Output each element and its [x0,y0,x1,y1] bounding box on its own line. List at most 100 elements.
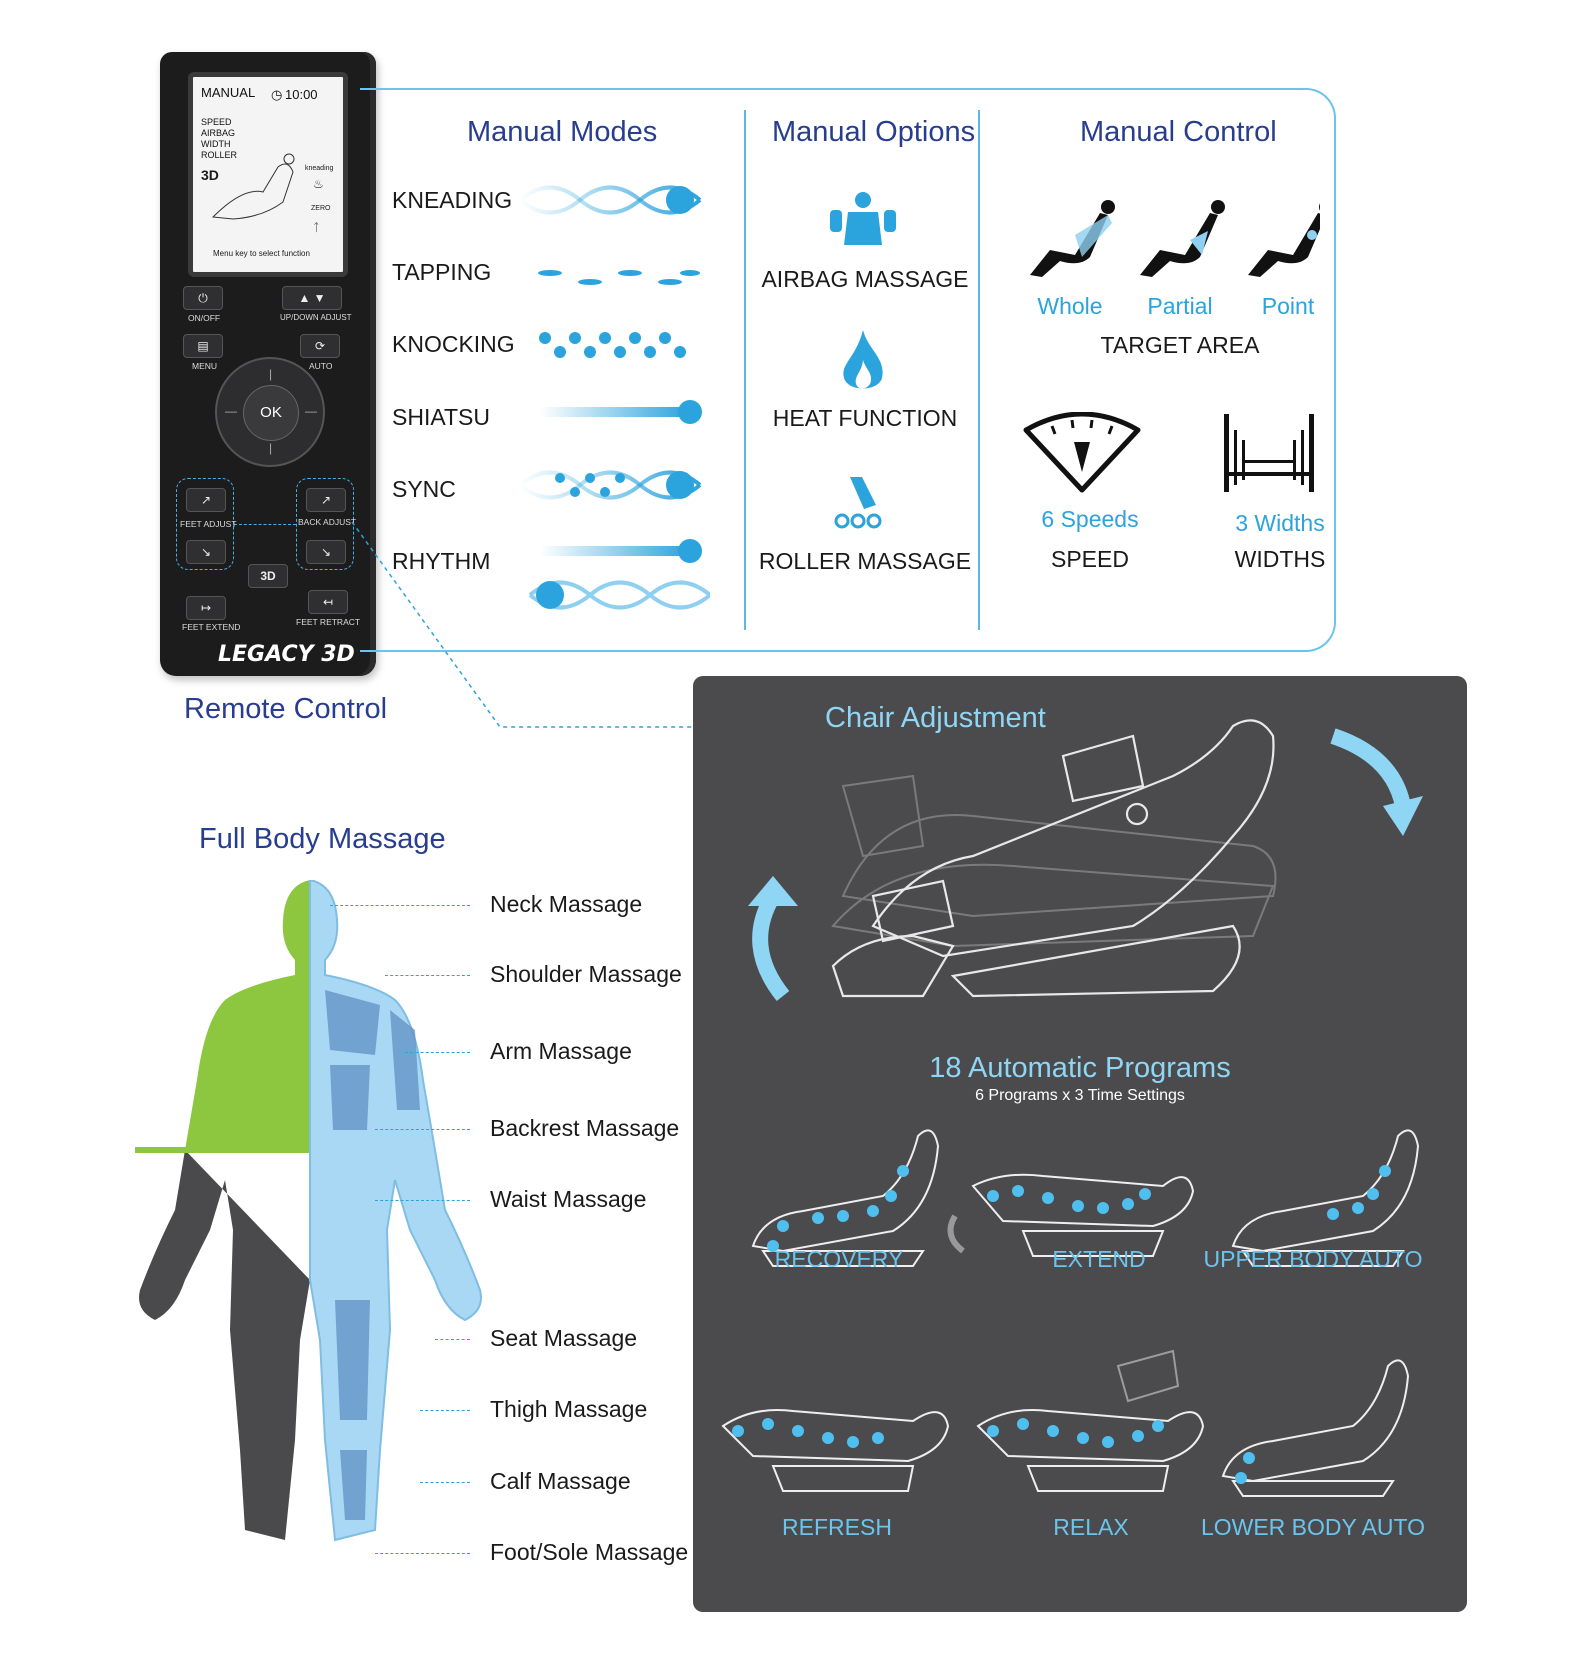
feet-retract-label: FEET RETRACT [296,617,361,627]
lower-body-chair-icon [1221,1359,1410,1497]
dpad-left-icon[interactable]: — [225,404,237,418]
raise-arrow-icon [752,891,790,1001]
leader-thigh [420,1410,470,1411]
menu-button[interactable]: ▤ [183,334,223,358]
auto-button[interactable]: ⟳ [300,334,340,358]
feet-retract-icon: ↤ [322,595,334,609]
auto-programs-subtitle: 6 Programs x 3 Time Settings [975,1087,1185,1104]
back-down-button[interactable]: ↘ [306,540,346,564]
leader-waist [375,1200,470,1201]
reclining-chair-illustration [748,719,1423,1001]
speedometer-icon [1023,412,1141,493]
adjust-connector [234,524,296,525]
manual-panel [360,88,1336,652]
shiatsu-bar-icon [540,400,702,424]
extend-rotate-arrow-icon [947,1214,965,1254]
back-up-icon: ↗ [320,493,332,507]
kneading-wave-icon [520,185,702,215]
menu-label: MENU [192,361,218,371]
mode-tapping: TAPPING [392,259,492,285]
roller-icon [834,477,882,529]
area-backrest: Backrest Massage [490,1115,680,1141]
screen-kneading: kneading [305,165,334,172]
target-partial: Partial [1147,293,1213,319]
rhythm-bar-wave-icon [528,539,710,610]
up-down-arrows-icon: ▲ ▼ [298,291,326,305]
target-area-caption: TARGET AREA [1100,332,1260,358]
feet-down-button[interactable]: ↘ [186,540,226,564]
power-button[interactable]: ⏻ [183,286,223,310]
mode-knocking: KNOCKING [392,331,515,357]
program-upper-body-auto: UPPER BODY AUTO [1203,1246,1423,1272]
screen-row-airbag: AIRBAG [201,128,236,138]
flame-icon: ♨ [313,177,324,191]
tapping-dash-icon [538,270,700,285]
option-heat: HEAT FUNCTION [772,405,958,431]
dpad-up-icon[interactable]: | [269,367,273,381]
feet-up-button[interactable]: ↗ [186,488,226,512]
refresh-chair-icon [721,1409,950,1492]
flame-icon [843,330,883,389]
column-divider [978,110,980,630]
target-area-figures [1030,200,1320,277]
recovery-chair-icon [751,1129,940,1267]
speed-caption: SPEED [1051,546,1129,572]
up-down-button[interactable]: ▲ ▼ [282,286,342,310]
leader-foot [375,1553,470,1554]
width-value: 3 Widths [1235,510,1325,536]
program-refresh: REFRESH [782,1514,892,1540]
back-up-button[interactable]: ↗ [306,488,346,512]
leader-calf [420,1482,470,1483]
upper-body-chair-icon [1231,1129,1420,1267]
ok-button[interactable]: OK [243,385,299,441]
screen-row-speed: SPEED [201,117,232,127]
area-arm: Arm Massage [490,1038,632,1064]
power-icon: ⏻ [198,291,208,305]
up-down-label: UP/DOWN ADJUST [280,313,352,322]
target-whole: Whole [1037,293,1103,319]
area-calf: Calf Massage [490,1468,631,1494]
screen-chair-figure-icon [211,153,295,220]
whole-seated-figure-icon [1030,200,1115,277]
clock-icon: ◷ [271,87,283,102]
feet-extend-icon: ↦ [200,601,212,615]
width-caption: WIDTHS [1234,546,1326,572]
program-extend: EXTEND [1052,1246,1146,1272]
program-chairs-row-2 [721,1349,1410,1497]
manual-options-title: Manual Options [772,116,976,148]
chair-program-panel: Chair Adjustment 18 Automatic Programs 6… [693,676,1467,1612]
column-divider [744,110,746,630]
point-seated-figure-icon [1248,203,1320,277]
dpad-right-icon[interactable]: — [305,404,317,418]
remote-control: MANUAL ◷ 10:00 SPEED AIRBAG WIDTH ROLLER… [160,52,376,676]
body-right-half [309,880,482,1542]
program-recovery: RECOVERY [774,1246,904,1272]
body-left-half [139,880,310,1540]
area-shoulder: Shoulder Massage [490,961,682,987]
relax-chair-icon [976,1349,1205,1492]
body-figure-illustration [135,880,482,1542]
area-neck: Neck Massage [490,891,643,917]
dpad-down-icon[interactable]: | [269,441,273,455]
extend-chair-icon [971,1173,1195,1257]
auto-cycle-icon: ⟳ [314,339,326,353]
feet-extend-button[interactable]: ↦ [186,596,226,620]
feet-adjust-label: FEET ADJUST [180,519,237,529]
mode-kneading: KNEADING [392,187,513,213]
program-chairs-row-1 [751,1129,1420,1267]
screen-row-width: WIDTH [201,139,231,149]
auto-programs-title: 18 Automatic Programs [929,1052,1231,1084]
feet-retract-button[interactable]: ↤ [308,590,348,614]
remote-caption: Remote Control [184,693,388,725]
back-down-icon: ↘ [320,545,332,559]
3d-button[interactable]: 3D [248,564,288,588]
mode-shiatsu: SHIATSU [392,404,490,430]
recline-arrow-icon [1330,728,1411,808]
program-relax: RELAX [1053,1514,1129,1540]
on-off-label: ON/OFF [188,313,221,323]
screen-time: 10:00 [285,87,318,102]
leader-arm [405,1052,470,1053]
bluetooth-icon: ᛏ [313,222,320,234]
back-adjust-label: BACK ADJUST [298,517,357,527]
screen-row-roller: ROLLER [201,150,238,160]
